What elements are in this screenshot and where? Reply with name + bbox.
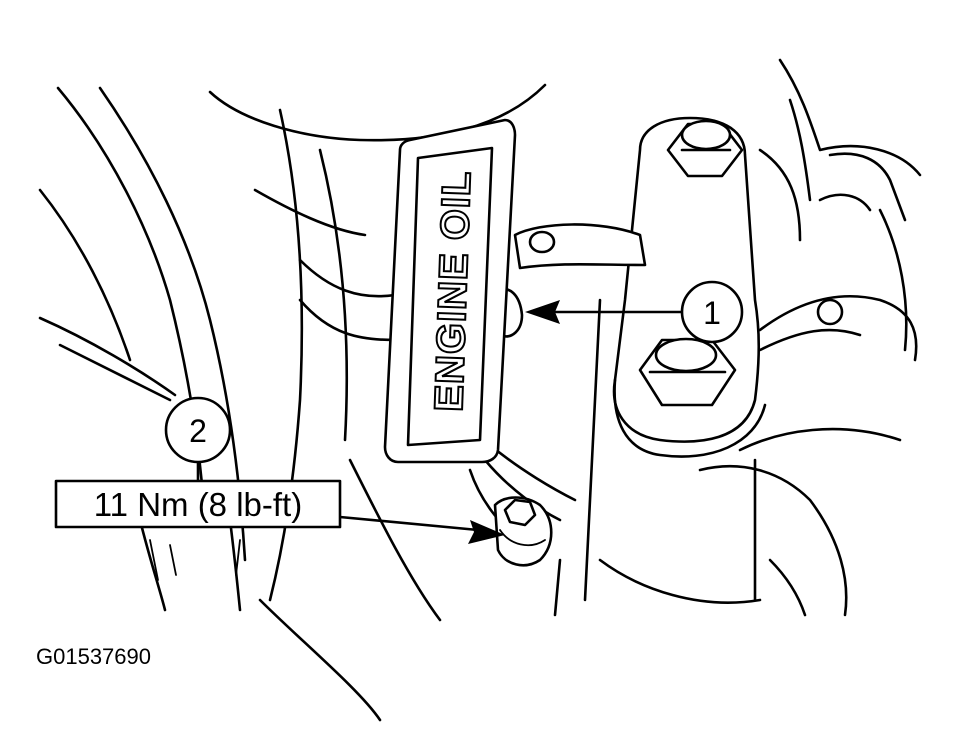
lower-bracket-bolt <box>638 337 737 407</box>
callout-1: 1 <box>525 280 744 344</box>
dipstick-tube-nut <box>493 496 553 567</box>
dipstick-label: ENGINE OIL <box>427 170 479 413</box>
callout-2: 2 <box>164 396 232 487</box>
torque-spec-arrowhead <box>468 520 505 544</box>
engine-block-outline <box>38 83 547 722</box>
upper-bracket-bolt <box>666 119 744 178</box>
cylinder-head-outline <box>698 58 922 617</box>
torque-spec-callout: 11 Nm (8 lb-ft) <box>54 479 505 544</box>
dipstick-handle: ENGINE OIL <box>383 118 517 464</box>
callout-2-number: 2 <box>189 413 207 449</box>
figure-id: G01537690 <box>36 644 151 669</box>
callout-1-circle <box>680 280 744 344</box>
torque-spec-value: 11 Nm (8 lb-ft) <box>94 486 302 523</box>
callout-2-circle <box>164 396 232 464</box>
callout-1-arrowhead <box>525 300 560 324</box>
torque-spec-box <box>54 479 342 529</box>
callout-1-number: 1 <box>703 295 721 331</box>
